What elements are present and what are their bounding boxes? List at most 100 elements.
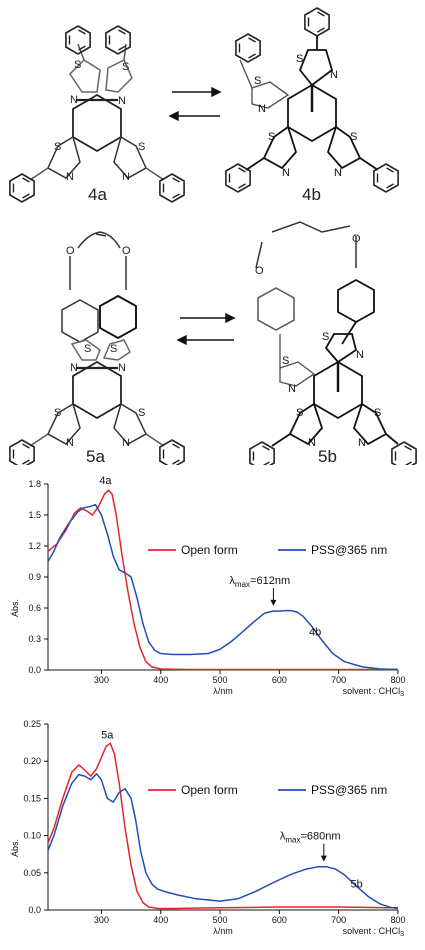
- annotation-product-4b: 4b: [309, 626, 321, 638]
- phenyl-4b-side: [235, 33, 261, 63]
- chart-5-legend: Open form PSS@365 nm: [148, 783, 387, 797]
- structure-5a: [29, 231, 165, 447]
- y-tick-label: 0.6: [28, 603, 41, 613]
- structure-4a: [29, 43, 165, 181]
- atom-n-5a-3: N: [66, 437, 74, 449]
- legend-label-pss: PSS@365 nm: [311, 543, 387, 557]
- atom-n-5b-1: N: [356, 349, 364, 361]
- phenyl-5b-right: [391, 441, 417, 471]
- solvent-note-chart-5: solvent : CHCl3: [343, 926, 405, 938]
- atom-n-4b-4: N: [334, 167, 342, 179]
- x-tick-label: 300: [94, 915, 109, 925]
- x-tick-label: 700: [331, 675, 346, 685]
- atom-n-4b-3: N: [282, 167, 290, 179]
- y-tick-label: 0.20: [23, 756, 41, 766]
- atom-s-4b-2: S: [254, 75, 261, 87]
- atom-s-5b-4: S: [374, 407, 381, 419]
- chart-5-series: [47, 742, 399, 910]
- chart-5-axes: [47, 724, 398, 911]
- annotation-product-5b: 5b: [351, 879, 363, 891]
- legend-label-pss: PSS@365 nm: [311, 783, 387, 797]
- phenyl-5a-left: [9, 439, 35, 469]
- y-tick-label: 0.9: [28, 572, 41, 582]
- y-tick-label: 0.3: [28, 634, 41, 644]
- y-tick-label: 0.25: [23, 719, 41, 729]
- annotation-lambda-max-612: λmax=612nm: [229, 575, 290, 589]
- atom-n-4a-3: N: [66, 171, 74, 183]
- atom-s-5b-3: S: [296, 407, 303, 419]
- x-tick-label: 800: [390, 675, 405, 685]
- label-5b: 5b: [318, 447, 337, 465]
- atom-s-4b-3: S: [268, 131, 275, 143]
- label-4b: 4b: [302, 185, 321, 204]
- x-axis-title-chart-5: λ/nm: [213, 926, 233, 936]
- atom-s-5a-4: S: [138, 407, 145, 419]
- y-tick-label: 0.0: [28, 665, 41, 675]
- equilibrium-arrows-1: [168, 86, 222, 122]
- photoswitch-schemes: S S N N S S N N 4a S N S N S S N N 4b: [0, 0, 425, 471]
- series-line-open-form: [47, 742, 399, 910]
- atom-n-4a-4: N: [122, 171, 130, 183]
- series-line-pss: [47, 503, 399, 671]
- atom-n-4b-1: N: [330, 69, 338, 81]
- y-tick-label: 1.5: [28, 510, 41, 520]
- y-tick-label: 0.10: [23, 831, 41, 841]
- x-tick-label: 600: [272, 915, 287, 925]
- phenyl-4a-top-left: [65, 25, 91, 55]
- atom-n-5b-3: N: [308, 437, 316, 449]
- solvent-note-chart-4: solvent : CHCl3: [343, 686, 405, 698]
- lambda-arrow-5b: [320, 843, 327, 862]
- phenyl-4a-top-right: [105, 25, 131, 55]
- atom-s-5b-2: S: [282, 355, 289, 367]
- x-tick-label: 500: [213, 915, 228, 925]
- atom-s-4a-1: S: [74, 59, 81, 71]
- atom-s-5b-1: S: [322, 331, 329, 343]
- arrow-head: [320, 855, 327, 862]
- atom-o-5b-2: O: [352, 233, 361, 245]
- phenyl-4b-right: [373, 163, 399, 193]
- annotation-peak-4a: 4a: [99, 475, 112, 487]
- atom-n-5b-4: N: [358, 437, 366, 449]
- x-tick-label: 400: [153, 675, 168, 685]
- y-axis-title-chart-4: Abs.: [10, 599, 20, 617]
- atom-s-4b-4: S: [350, 131, 357, 143]
- x-tick-label: 700: [331, 915, 346, 925]
- legend-label-open-form: Open form: [181, 783, 238, 797]
- phenyl-4b-left: [225, 163, 251, 193]
- chart-4-legend: Open form PSS@365 nm: [148, 543, 387, 557]
- x-tick-label: 300: [94, 675, 109, 685]
- y-tick-label: 0.0: [28, 905, 41, 915]
- phenyl-4a-right: [159, 173, 185, 203]
- annotation-peak-5a: 5a: [101, 729, 114, 741]
- atom-n-4b-2: N: [258, 103, 266, 115]
- y-tick-label: 1.2: [28, 541, 41, 551]
- atom-s-4b-1: S: [296, 53, 303, 65]
- x-tick-label: 500: [213, 675, 228, 685]
- atom-s-4a-2: S: [122, 61, 129, 73]
- lambda-arrow-4b: [270, 587, 277, 606]
- atom-s-5a-1: S: [84, 343, 91, 355]
- phenyl-4b-top: [304, 7, 330, 37]
- chart-4-axes: [47, 484, 398, 671]
- chart-4-y-ticks: 0.0 0.3 0.6 0.9 1.2 1.5 1.8: [28, 479, 48, 675]
- phenyl-5a-right: [159, 439, 185, 469]
- chart-5-y-ticks: 0.00.050.100.150.200.25: [23, 719, 48, 915]
- label-4a: 4a: [88, 185, 107, 204]
- atom-o-5a-1: O: [66, 245, 75, 257]
- label-5a: 5a: [86, 447, 105, 465]
- atom-n-5b-2: N: [288, 383, 296, 395]
- atom-n-4a-2: N: [118, 95, 126, 107]
- y-tick-label: 1.8: [28, 479, 41, 489]
- phenyl-5b-left: [249, 441, 275, 471]
- atom-n-5a-2: N: [118, 362, 126, 374]
- atom-n-5a-1: N: [70, 362, 78, 374]
- phenyl-4a-left: [9, 173, 35, 203]
- x-tick-label: 400: [153, 915, 168, 925]
- atom-o-5b-1: O: [255, 265, 264, 277]
- arrow-head: [270, 599, 277, 606]
- atom-n-5a-4: N: [122, 437, 130, 449]
